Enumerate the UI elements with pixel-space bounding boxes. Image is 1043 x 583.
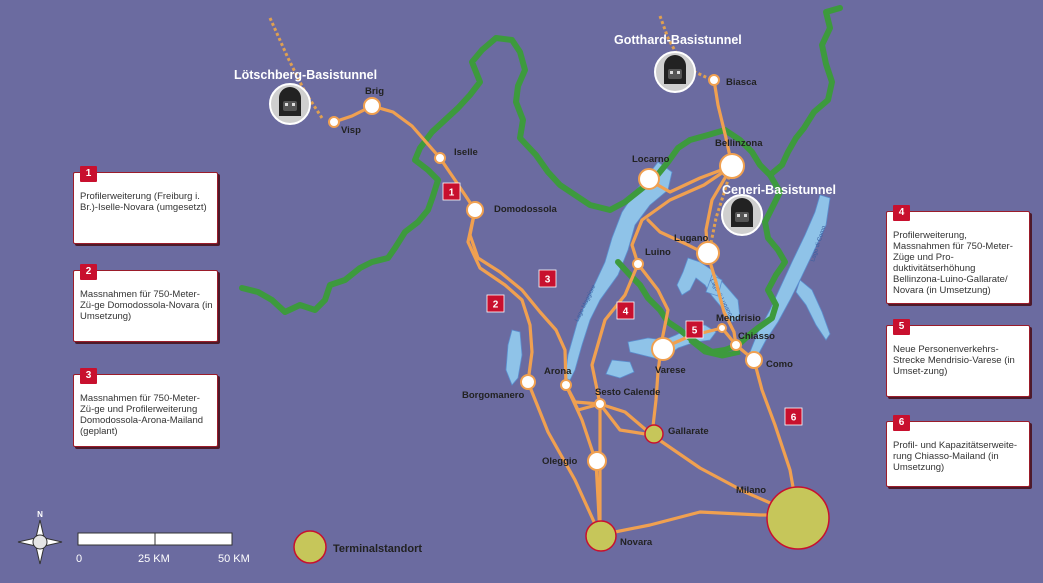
label-milano: Milano: [736, 485, 766, 496]
measure-text-6: Profil- und Kapazitätserweite-rung Chias…: [893, 440, 1018, 473]
station-como[interactable]: [745, 351, 763, 369]
lake-orta: [505, 329, 523, 386]
terminal-milano[interactable]: [766, 486, 830, 550]
station-borgomanero[interactable]: [520, 374, 536, 390]
measure-text-4: Profilerweiterung, Massnahmen für 750-Me…: [893, 230, 1013, 296]
station-mendrisio[interactable]: [717, 323, 727, 333]
stations: [328, 74, 763, 471]
measure-number-4: 4: [893, 205, 910, 221]
tunnel-icon-loetschberg: [269, 83, 311, 125]
label-brig: Brig: [365, 86, 384, 97]
lake-como-east: [795, 279, 831, 341]
map-badge-5: 5: [685, 320, 704, 339]
measure-number-2: 2: [80, 264, 97, 280]
label-gotthard: Gotthard-Basistunnel: [614, 33, 742, 47]
station-varese[interactable]: [651, 337, 675, 361]
station-oleggio[interactable]: [587, 451, 607, 471]
terminal-gallarate[interactable]: [644, 424, 664, 444]
label-novara: Novara: [620, 537, 653, 548]
tunnel-icon-gotthard: [654, 51, 696, 93]
legend-terminal: Terminalstandort: [293, 530, 422, 564]
label-borgomanero: Borgomanero: [462, 390, 524, 401]
station-biasca[interactable]: [708, 74, 720, 86]
label-gallarate: Gallarate: [668, 426, 709, 437]
station-visp[interactable]: [328, 116, 340, 128]
map-badge-2: 2: [486, 294, 505, 313]
map-badge-3: 3: [538, 269, 557, 288]
svg-text:2: 2: [493, 300, 499, 311]
label-biasca: Biasca: [726, 77, 757, 88]
measure-text-1: Profilerweiterung (Freiburg i. Br.)-Isel…: [80, 191, 207, 213]
label-ceneri: Ceneri-Basistunnel: [722, 183, 836, 197]
border-east: [767, 5, 843, 178]
map-badge-6: 6: [784, 407, 803, 426]
map-badge-4: 4: [616, 301, 635, 320]
station-iselle[interactable]: [434, 152, 446, 164]
station-sesto-calende[interactable]: [594, 398, 606, 410]
measure-text-2: Massnahmen für 750-Meter-Zü-ge Domodosso…: [80, 289, 213, 322]
measure-number-1: 1: [80, 166, 97, 182]
measure-number-5: 5: [893, 319, 910, 335]
lake-maggiore: [564, 161, 673, 381]
svg-text:1: 1: [449, 188, 455, 199]
station-locarno[interactable]: [638, 168, 660, 190]
label-como: Como: [766, 359, 793, 370]
svg-text:3: 3: [545, 275, 551, 286]
label-arona: Arona: [544, 366, 572, 377]
label-locarno: Locarno: [632, 154, 670, 165]
svg-text:4: 4: [623, 307, 629, 318]
compass-north-label: N: [37, 510, 43, 519]
station-bellinzona[interactable]: [719, 153, 745, 179]
terminal-novara[interactable]: [585, 520, 617, 552]
label-bellinzona: Bellinzona: [715, 138, 763, 149]
svg-text:6: 6: [791, 413, 797, 424]
legend-terminal-symbol: [293, 530, 327, 564]
label-chiasso: Chiasso: [738, 331, 775, 342]
legend-terminal-label: Terminalstandort: [333, 543, 422, 555]
compass-rose-icon: N: [17, 510, 63, 565]
tunnel-icon-ceneri: [721, 194, 763, 236]
measure-box-1: 1 Profilerweiterung (Freiburg i. Br.)-Is…: [73, 166, 218, 244]
label-sesto-calende: Sesto Calende: [595, 387, 660, 398]
measure-box-2: 2 Massnahmen für 750-Meter-Zü-ge Domodos…: [73, 264, 218, 342]
measure-box-4: 4 Profilerweiterung, Massnahmen für 750-…: [886, 205, 1030, 304]
label-mendrisio: Mendrisio: [716, 313, 761, 324]
label-oleggio: Oleggio: [542, 456, 578, 467]
scale-label-50: 50 KM: [218, 553, 250, 565]
measure-box-3: 3 Massnahmen für 750-Meter-Zü-ge und Pro…: [73, 368, 218, 447]
station-luino[interactable]: [632, 258, 644, 270]
station-chiasso[interactable]: [730, 339, 742, 351]
scale-bar: 0 25 KM 50 KM: [76, 532, 250, 565]
measure-text-3: Massnahmen für 750-Meter-Zü-ge und Profi…: [80, 393, 204, 437]
svg-text:5: 5: [692, 326, 698, 337]
label-lugano: Lugano: [674, 233, 708, 244]
lake-varese: [605, 359, 635, 379]
label-iselle: Iselle: [454, 147, 478, 158]
measure-text-5: Neue Personenverkehrs-Strecke Mendrisio-…: [893, 344, 1015, 377]
label-loetschberg: Lötschberg-Basistunnel: [234, 68, 377, 82]
access-gotthard: [658, 15, 713, 82]
label-visp: Visp: [341, 125, 361, 136]
measure-box-5: 5 Neue Personenverkehrs-Strecke Mendrisi…: [886, 319, 1030, 397]
map-badge-1: 1: [442, 182, 461, 201]
swiss-border: [239, 35, 788, 355]
label-varese: Varese: [655, 365, 686, 376]
access-loetschberg: [268, 17, 324, 119]
station-lugano[interactable]: [696, 241, 720, 265]
scale-label-0: 0: [76, 553, 82, 565]
border-fragment: [688, 338, 741, 359]
station-domodossola[interactable]: [466, 201, 484, 219]
measure-box-6: 6 Profil- und Kapazitätserweite-rung Chi…: [886, 415, 1030, 487]
station-brig[interactable]: [363, 97, 381, 115]
label-domodossola: Domodossola: [494, 204, 558, 215]
measure-number-6: 6: [893, 415, 910, 431]
scale-label-25: 25 KM: [138, 553, 170, 565]
station-arona[interactable]: [560, 379, 572, 391]
label-luino: Luino: [645, 247, 671, 258]
measure-number-3: 3: [80, 368, 97, 384]
